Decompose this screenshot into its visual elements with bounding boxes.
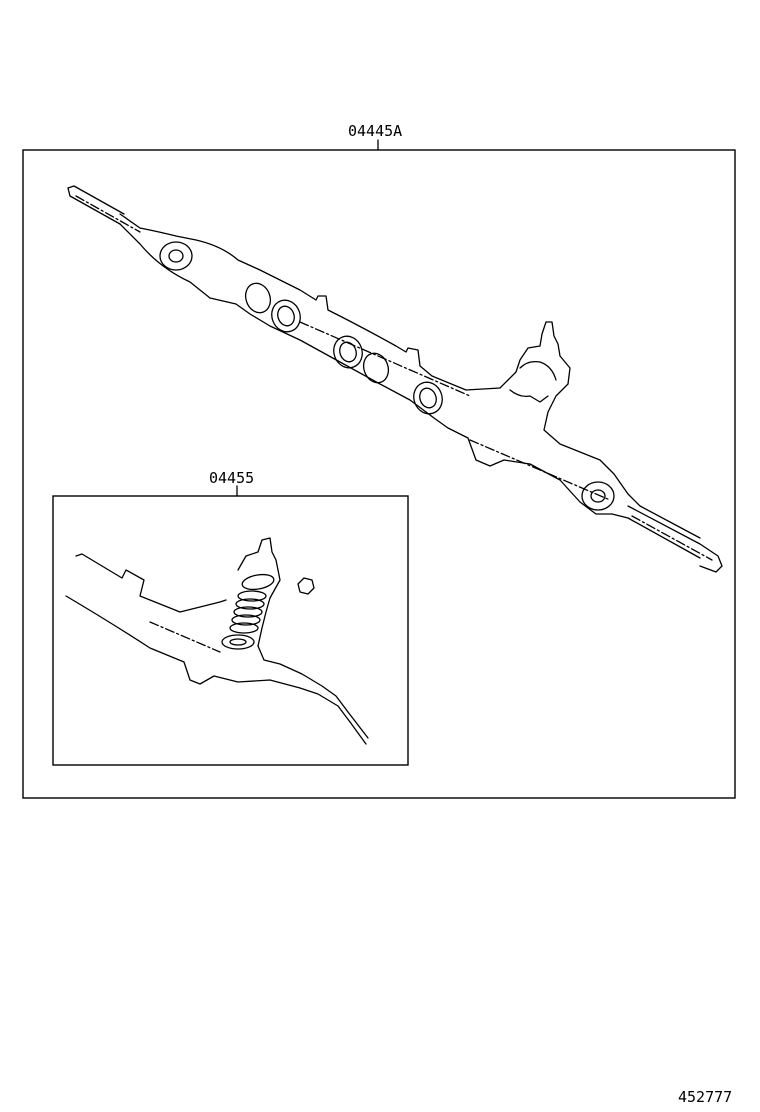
steering-rack-assembly <box>67 185 723 573</box>
inner-kit-label[interactable]: 04455 <box>209 469 254 487</box>
outer-kit-frame <box>22 149 736 799</box>
illustration-id: 452777 <box>678 1088 732 1106</box>
seal-ring <box>362 352 390 384</box>
right-mount-bushing <box>581 481 615 511</box>
seal-ring <box>271 299 301 333</box>
coil-spring <box>229 590 267 634</box>
outer-kit-label[interactable]: 04445A <box>348 122 402 140</box>
lock-nut <box>297 577 315 595</box>
seal-ring <box>244 282 272 314</box>
spring-cap <box>241 573 275 591</box>
rack-guide-detail <box>65 537 369 745</box>
guide-washer <box>221 634 255 650</box>
left-tie-rod <box>67 187 121 225</box>
seal-ring <box>413 381 443 415</box>
left-mount-bushing <box>159 241 193 271</box>
seal-rings <box>244 282 443 415</box>
inner-kit-frame <box>52 495 409 766</box>
seal-ring <box>333 335 363 369</box>
